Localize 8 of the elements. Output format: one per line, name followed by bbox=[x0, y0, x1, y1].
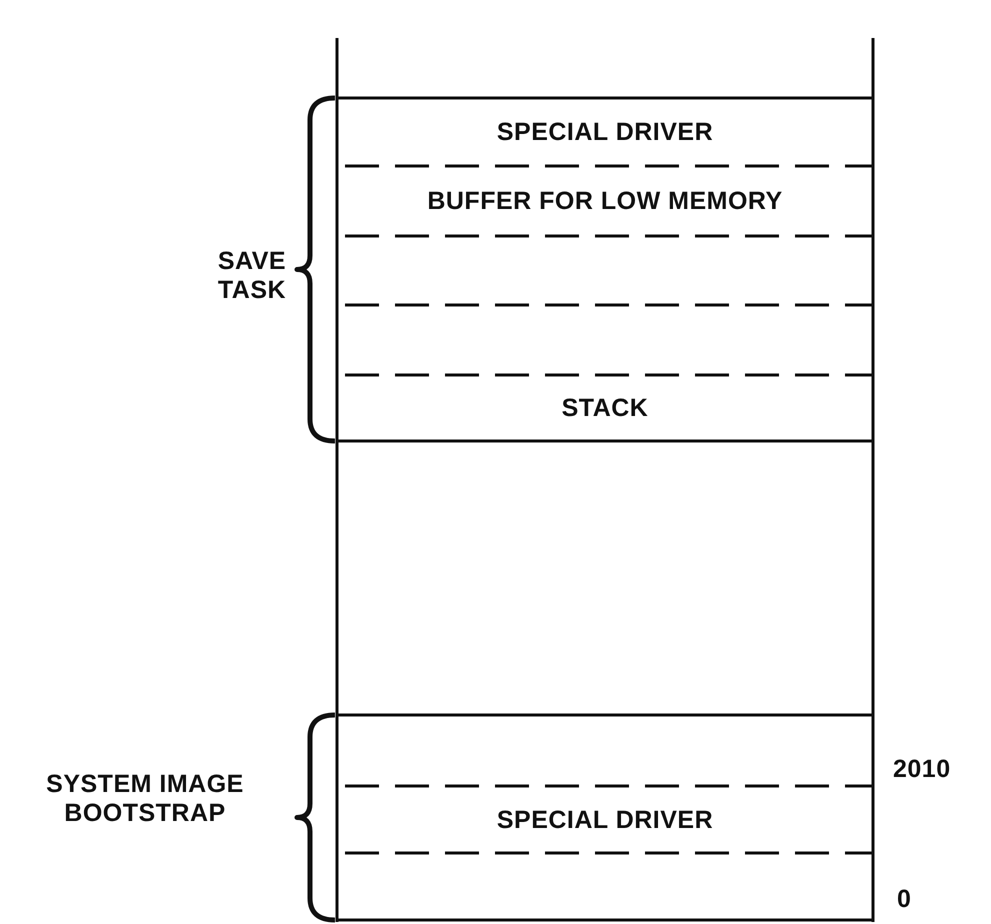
address-label: 0 bbox=[897, 885, 912, 914]
slot-label: BUFFER FOR LOW MEMORY bbox=[427, 187, 783, 216]
slot-label: STACK bbox=[562, 394, 648, 423]
address-label: 2010 bbox=[893, 755, 952, 784]
slot-label: SPECIAL DRIVER bbox=[496, 118, 714, 147]
section-label: SAVE TASK bbox=[216, 247, 288, 304]
slot-label: SPECIAL DRIVER bbox=[496, 806, 714, 834]
section-label: SYSTEM IMAGE BOOTSTRAP bbox=[45, 770, 245, 828]
